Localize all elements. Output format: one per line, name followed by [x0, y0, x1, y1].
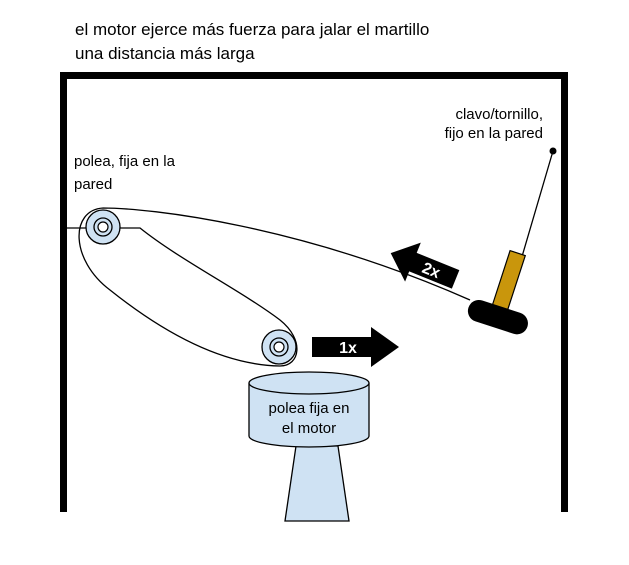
hammer-handle — [491, 249, 527, 312]
nail-label-line-2: fijo en la pared — [445, 125, 543, 142]
title-line-2: una distancia más larga — [75, 44, 255, 63]
motor-pulley — [261, 329, 297, 365]
nail-rope — [520, 150, 554, 261]
arrow-2x: 2x — [390, 242, 460, 289]
nail-label-line-1: clavo/tornillo, — [455, 106, 543, 123]
hammer — [467, 249, 528, 335]
hammer-head — [467, 299, 528, 335]
frame — [60, 72, 568, 512]
nail-dot — [549, 147, 557, 155]
wall-pulley-label-line-1: polea, fija en la — [74, 153, 176, 170]
arrow-2x-label: 2x — [419, 260, 442, 282]
motor-label-line-1: polea fija en — [269, 400, 350, 417]
wall-pulley-label-line-2: pared — [74, 176, 112, 193]
wall-pulley — [85, 209, 121, 245]
title-line-1: el motor ejerce más fuerza para jalar el… — [75, 20, 429, 39]
frame-left-wall — [60, 72, 67, 512]
motor-label-line-2: el motor — [282, 420, 336, 437]
motor-stand — [284, 445, 350, 522]
frame-top — [60, 72, 568, 79]
arrow-1x: 1x — [312, 327, 399, 367]
motor-cylinder — [248, 371, 370, 448]
arrow-1x-label: 1x — [339, 340, 357, 357]
frame-right-wall — [561, 72, 568, 512]
